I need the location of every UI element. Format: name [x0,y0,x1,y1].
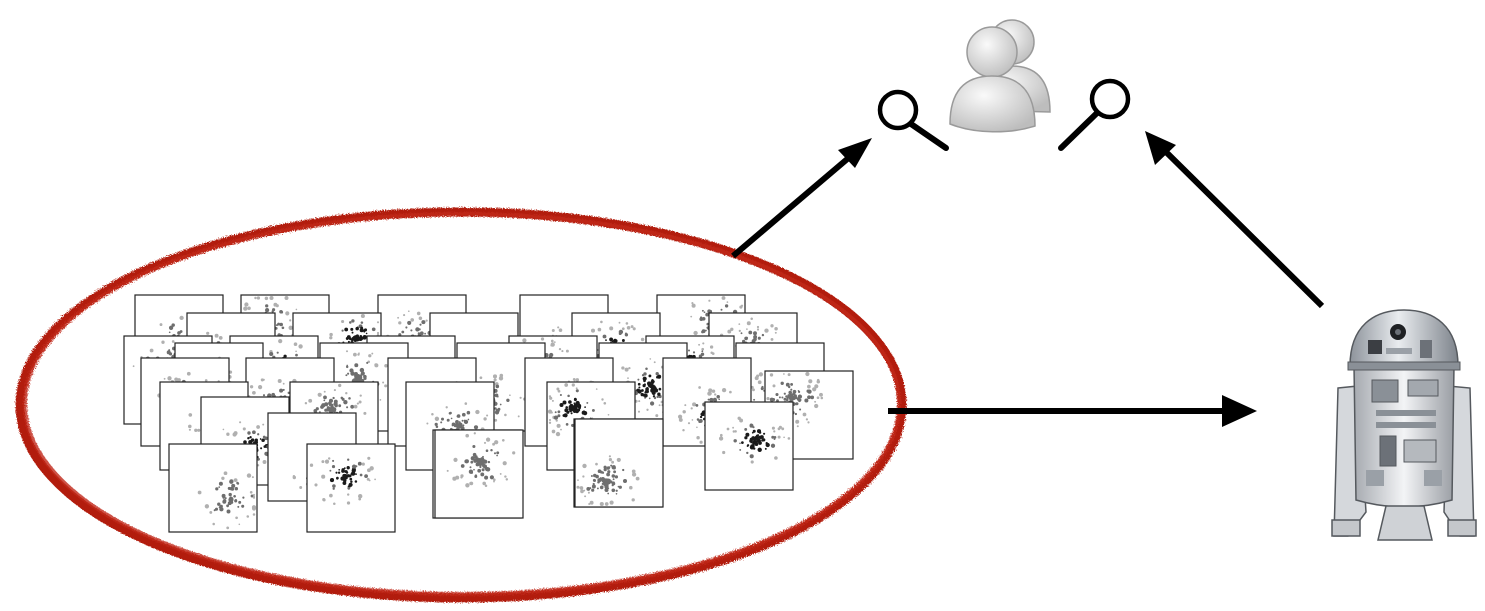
scatter-plot-thumbnail [704,401,794,491]
arrow-to-human [731,138,872,259]
magnifier-icon-left [877,89,949,151]
selection-ellipse [15,207,907,603]
arrow-to-robot [888,395,1257,427]
scatter-plot-thumbnails [123,294,854,533]
scatter-plot-thumbnail [306,443,396,533]
scatter-plot-thumbnail [168,443,258,533]
magnifier-icon-right [1058,78,1131,151]
scatter-plot-thumbnail [574,418,664,508]
arrow-robot-to-human [1145,131,1325,309]
robot-icon [1331,309,1477,541]
user-icon [949,19,1051,133]
scatter-plot-thumbnail [434,429,524,519]
